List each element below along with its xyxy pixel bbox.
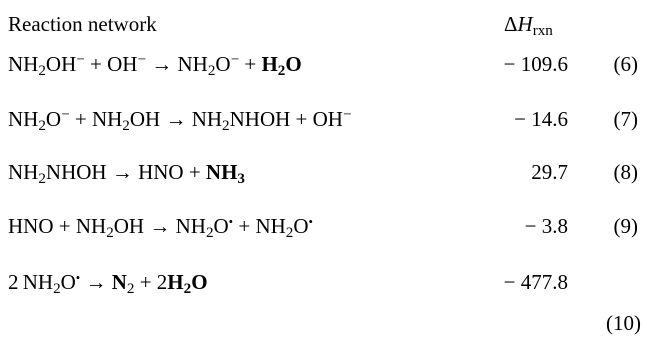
nitrogen-product-bold: N <box>111 270 127 294</box>
water-product-bold: H2O <box>261 52 302 80</box>
reaction-equation-9: HNO + NH2OH → NH2O• + NH2O• <box>8 214 313 242</box>
reaction-number-9: (9) <box>613 214 639 238</box>
reaction-dh-6: − 109.6 <box>503 52 568 76</box>
reaction-dh-9: − 3.8 <box>524 214 568 238</box>
reaction-row-6: NH2OH− + OH− → NH2O− + H2O − 109.6 (6) <box>4 52 644 82</box>
ammonia-product-bold: NH3 <box>205 160 245 188</box>
rxn-subscript: rxn <box>532 23 553 40</box>
reaction-equation-10: 2 NH2O• → N2 + 2H2O <box>8 270 208 298</box>
reaction-number-7: (7) <box>613 107 639 131</box>
reaction-row-9: HNO + NH2OH → NH2O• + NH2O• − 3.8 (9) <box>4 214 644 244</box>
reaction-dh-7: − 14.6 <box>514 107 568 131</box>
reaction-number-10: (10) <box>606 311 641 335</box>
reaction-equation-7: NH2O− + NH2OH → NH2NHOH + OH− <box>8 107 352 135</box>
reaction-row-10: 2 NH2O• → N2 + 2H2O − 477.8 <box>4 270 644 300</box>
delta-symbol: Δ <box>504 12 518 36</box>
reaction-equation-6: NH2OH− + OH− → NH2O− + H2O <box>8 52 302 80</box>
table-header-reaction-network: Reaction network <box>8 12 157 36</box>
table-header-delta-h: ΔHrxn <box>504 12 553 40</box>
reaction-row-8: NH2NHOH → HNO + NH3 29.7 (8) <box>4 160 644 190</box>
reaction-row-7: NH2O− + NH2OH → NH2NHOH + OH− − 14.6 (7) <box>4 107 644 137</box>
reaction-dh-10: − 477.8 <box>503 270 568 294</box>
reaction-number-6: (6) <box>613 52 639 76</box>
water-product-bold: H2O <box>167 270 208 298</box>
enthalpy-symbol: H <box>517 12 533 36</box>
reaction-number-8: (8) <box>613 160 639 184</box>
reaction-dh-8: 29.7 <box>531 160 568 184</box>
reaction-equation-8: NH2NHOH → HNO + NH3 <box>8 160 245 188</box>
